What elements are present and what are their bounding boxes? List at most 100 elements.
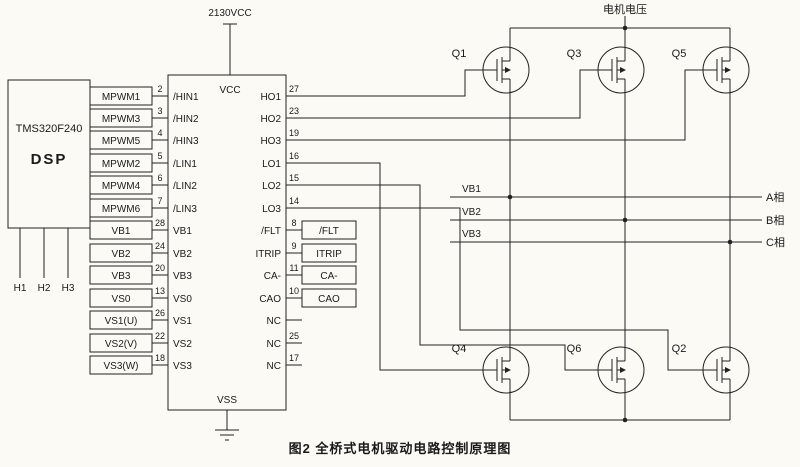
transistor-label-q3: Q3: [567, 48, 582, 60]
signal-label: MPWM3: [102, 114, 141, 125]
pin-number: 14: [289, 196, 299, 206]
net-label-cao: CAO: [318, 294, 340, 305]
junction-dot: [727, 239, 733, 245]
driver-ic-block: 2130VCC VCC VSS /HIN1 /HIN2 /HIN3 /LIN1 …: [167, 8, 287, 441]
junction-dot: [622, 25, 628, 31]
signal-label: MPWM5: [102, 136, 141, 147]
signal-row-vs0: VS0 13: [89, 286, 168, 308]
ground-symbol: [215, 410, 239, 441]
signal-row-vb2: VB2 24: [89, 241, 168, 263]
pin-number: 25: [289, 331, 299, 341]
transistor-label-q2: Q2: [672, 343, 687, 355]
driver-left-pin: VS3: [173, 361, 192, 372]
driver-left-pin: VB1: [173, 226, 192, 237]
driver-right-pin: NC: [267, 361, 281, 372]
transistor-q6: [597, 346, 645, 394]
dsp-model: TMS320F240: [16, 123, 83, 135]
net-label-itrip: ITRIP: [316, 249, 342, 260]
figure-caption: 图2 全桥式电机驱动电路控制原理图: [289, 441, 512, 456]
driver-right-pin: HO2: [260, 114, 281, 125]
signal-pin-number: 22: [155, 331, 165, 341]
driver-right-pin: CA-: [264, 271, 281, 282]
signal-pin-number: 24: [155, 241, 165, 251]
pin-number: 19: [289, 128, 299, 138]
driver-left-pin: /LIN1: [173, 159, 197, 170]
phase-net-label: VB3: [462, 229, 481, 240]
junction-dot: [622, 417, 628, 423]
signal-row-mpwm6: MPWM6 7: [89, 196, 168, 218]
driver-left-pin: /HIN1: [173, 92, 199, 103]
signal-label: VS1(U): [105, 316, 138, 327]
signal-label: MPWM6: [102, 204, 141, 215]
driver-left-pin: /HIN2: [173, 114, 199, 125]
dsp-signal-rows: MPWM1 2 MPWM3 3 MPWM5 4 MPWM2 5 MPWM4 6 …: [89, 84, 168, 375]
transistor-q1: [482, 46, 530, 94]
signal-row-vb3: VB3 20: [89, 263, 168, 285]
signal-pin-number: 13: [155, 286, 165, 296]
driver-right-pin: LO3: [262, 204, 281, 215]
driver-right-pin: LO1: [262, 159, 281, 170]
driver-left-pin: VB2: [173, 249, 192, 260]
phase-net-label: VB1: [462, 184, 481, 195]
signal-pin-number: 26: [155, 308, 165, 318]
signal-label: VS3(W): [104, 361, 139, 372]
driver-left-pin: VS0: [173, 294, 192, 305]
signal-label: MPWM2: [102, 159, 141, 170]
phase-net-label: VB2: [462, 207, 481, 218]
wire-lo2-to-q6-gate: [302, 184, 598, 371]
driver-left-pin: VS1: [173, 316, 192, 327]
hall-label-h1: H1: [14, 283, 27, 294]
signal-pin-number: 20: [155, 263, 165, 273]
phase-b-label: B相: [766, 214, 784, 227]
driver-right-pin: LO2: [262, 181, 281, 192]
signal-label: VB2: [112, 249, 131, 260]
pin-number: 8: [291, 218, 296, 228]
transistor-q2: [702, 346, 750, 394]
transistor-q4: [482, 346, 530, 394]
signal-label: VB1: [112, 226, 131, 237]
signal-pin-number: 3: [157, 106, 162, 116]
gate-drive-wires: [302, 69, 703, 371]
signal-pin-number: 2: [157, 84, 162, 94]
hall-label-h3: H3: [62, 283, 75, 294]
junction-dot: [622, 217, 628, 223]
signal-row-vs1: VS1(U) 26: [89, 308, 168, 330]
signal-row-vs2: VS2(V) 22: [89, 331, 168, 353]
wire-ho1-to-q1-gate: [302, 69, 483, 97]
driver-right-pin: CAO: [259, 294, 281, 305]
signal-pin-number: 28: [155, 218, 165, 228]
driver-left-pin: /LIN2: [173, 181, 197, 192]
transistor-q3: [597, 46, 645, 94]
driver-left-pin: VB3: [173, 271, 192, 282]
transistor-label-q5: Q5: [672, 48, 687, 60]
wire-ho2-to-q3-gate: [302, 69, 598, 119]
pin-number: 23: [289, 106, 299, 116]
bridge-transistors: Q1 Q3 Q5 Q4 Q6 Q2: [452, 46, 750, 394]
signal-label: MPWM4: [102, 181, 141, 192]
pin-number: 27: [289, 84, 299, 94]
signal-row-mpwm3: MPWM3 3: [89, 106, 168, 128]
pin-number: 11: [289, 263, 298, 273]
hall-label-h2: H2: [38, 283, 51, 294]
dsp-name: DSP: [31, 151, 68, 168]
signal-pin-number: 18: [155, 353, 165, 363]
transistor-label-q4: Q4: [452, 343, 467, 355]
net-label-flt: /FLT: [319, 226, 339, 237]
driver-right-pin: HO3: [260, 136, 281, 147]
pin-number: 17: [289, 353, 299, 363]
signal-pin-number: 6: [157, 173, 162, 183]
motor-voltage-label: 电机电压: [603, 2, 647, 16]
driver-right-pin: /FLT: [261, 226, 281, 237]
signal-row-mpwm5: MPWM5 4: [89, 128, 168, 150]
dsp-block: TMS320F240 DSP H1 H2 H3: [7, 79, 91, 294]
driver-right-pin: ITRIP: [255, 249, 281, 260]
pin-number: 15: [289, 173, 299, 183]
net-label-ca-minus: CA-: [320, 271, 337, 282]
signal-label: MPWM1: [102, 92, 141, 103]
signal-pin-number: 7: [157, 196, 162, 206]
driver-left-pin: /HIN3: [173, 136, 199, 147]
junction-dot: [507, 194, 513, 200]
phase-a-label: A相: [766, 191, 784, 204]
